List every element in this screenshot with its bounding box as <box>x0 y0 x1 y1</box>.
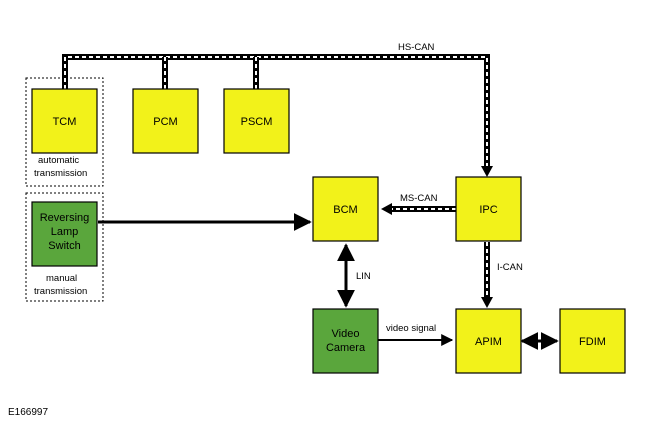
reversing-lamp-switch <box>31 201 98 267</box>
ms-can-bus <box>381 203 456 215</box>
apim-module <box>455 308 522 374</box>
fdim-module <box>559 308 626 374</box>
manual-label: manual <box>46 273 77 284</box>
figure-code: E166997 <box>8 407 48 418</box>
pscm-label: PSCM <box>241 116 273 128</box>
ipc-module <box>455 176 522 242</box>
reversing-label: Reversing <box>40 212 90 224</box>
i-can-label: I-CAN <box>497 262 523 273</box>
apim-label: APIM <box>475 336 502 348</box>
automatic-transmission-group <box>25 77 104 187</box>
video-label: Video <box>332 328 360 340</box>
hs-can-label: HS-CAN <box>398 42 435 53</box>
tcm-label: TCM <box>53 116 77 128</box>
lamp-label: Lamp <box>51 226 79 238</box>
automatic-label: automatic <box>38 155 79 166</box>
hs-can-bus <box>62 54 493 177</box>
i-can-bus <box>481 242 493 308</box>
ipc-label: IPC <box>479 204 497 216</box>
pscm-module <box>223 88 290 154</box>
video-signal-label: video signal <box>386 323 436 334</box>
camera-label: Camera <box>326 342 366 354</box>
pcm-module <box>132 88 199 154</box>
bcm-label: BCM <box>333 204 357 216</box>
video-camera <box>312 308 379 374</box>
switch-label: Switch <box>48 240 80 252</box>
pcm-label: PCM <box>153 116 177 128</box>
tcm-module <box>31 88 98 154</box>
manual-transmission-label: transmission <box>34 286 87 297</box>
ms-can-label: MS-CAN <box>400 193 438 204</box>
automatic-transmission-label: transmission <box>34 168 87 179</box>
manual-transmission-group <box>25 192 104 302</box>
fdim-label: FDIM <box>579 336 606 348</box>
lin-label: LIN <box>356 271 371 282</box>
bcm-module <box>312 176 379 242</box>
